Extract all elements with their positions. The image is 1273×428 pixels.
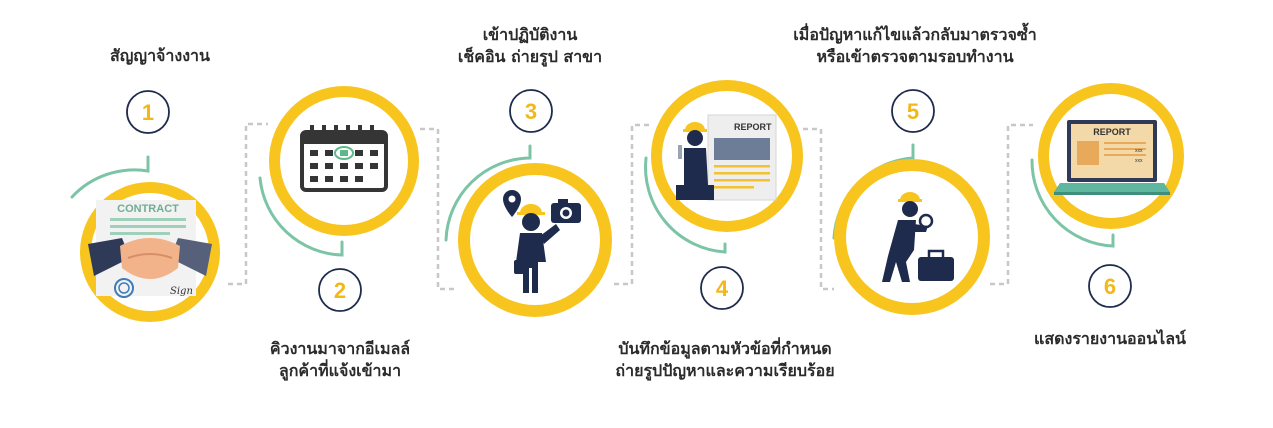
worker-camera-location-icon xyxy=(503,190,581,293)
step-6-caption-line-1: แสดงรายงานออนไลน์ xyxy=(1034,329,1186,348)
worker-report-icon: REPORT xyxy=(676,114,777,201)
step-2-caption-line-2: ลูกค้าที่แจ้งเข้ามา xyxy=(278,361,402,380)
laptop-report-icon: REPORT xxx xxx xyxy=(1054,120,1170,195)
badge-number-6: 6 xyxy=(1104,274,1116,299)
report-label-step-6: REPORT xyxy=(1093,127,1131,137)
arc-step-2 xyxy=(258,176,344,257)
contract-label: CONTRACT xyxy=(117,203,179,215)
badge-number-5: 5 xyxy=(907,99,919,124)
step-1-caption: สัญญาจ้างงาน xyxy=(60,45,260,67)
badge-number-3: 3 xyxy=(525,99,537,124)
arc-step-1 xyxy=(70,155,150,199)
step-3-caption: เข้าปฏิบัติงาน เช็คอิน ถ่ายรูป สาขา xyxy=(420,24,640,68)
badge-number-1: 1 xyxy=(142,100,154,125)
badge-step-6: 6 xyxy=(1088,264,1132,308)
connector-3-4 xyxy=(614,123,652,286)
step-4-caption: บันทึกข้อมูลตามหัวข้อที่กำหนด ถ่ายรูปปัญ… xyxy=(585,338,865,382)
step-badges: 1 2 3 4 5 6 xyxy=(126,89,1132,312)
step-3-caption-line-1: เข้าปฏิบัติงาน xyxy=(482,25,578,44)
connector-2-3 xyxy=(420,127,458,291)
connector-4-5 xyxy=(803,127,834,291)
badge-step-1: 1 xyxy=(126,90,170,134)
badge-number-4: 4 xyxy=(716,276,729,301)
step-4-caption-line-2: ถ่ายรูปปัญหาและความเรียบร้อย xyxy=(615,361,835,380)
badge-step-2: 2 xyxy=(318,268,362,312)
step-2-caption-line-1: คิวงานมาจากอีเมลล์ xyxy=(269,339,411,358)
sign-label: Sign xyxy=(170,286,193,297)
badge-step-5: 5 xyxy=(891,89,935,133)
calendar-icon xyxy=(300,125,388,192)
circle-step-2 xyxy=(269,86,419,236)
step-2-caption: คิวงานมาจากอีเมลล์ ลูกค้าที่แจ้งเข้ามา xyxy=(220,338,460,382)
arc-step-4 xyxy=(644,156,727,254)
xxx-label-2: xxx xyxy=(1135,158,1143,164)
arc-step-3 xyxy=(444,144,532,242)
badge-step-3: 3 xyxy=(509,89,553,133)
report-label-step-4: REPORT xyxy=(734,122,772,132)
step-5-caption: เมื่อปัญหาแก้ไขแล้วกลับมาตรวจซ้ำ หรือเข้… xyxy=(760,24,1070,68)
connector-1-2 xyxy=(228,122,268,286)
xxx-label-1: xxx xyxy=(1135,148,1143,154)
arc-step-6 xyxy=(1030,158,1115,248)
badge-number-2: 2 xyxy=(334,278,346,303)
connectors xyxy=(228,122,1033,291)
step-4-caption-line-1: บันทึกข้อมูลตามหัวข้อที่กำหนด xyxy=(618,339,832,358)
step-5-caption-line-2: หรือเข้าตรวจตามรอบทำงาน xyxy=(816,47,1014,66)
contract-handshake-icon: CONTRACT Sign xyxy=(88,200,212,298)
badge-step-4: 4 xyxy=(700,266,744,310)
worker-inspect-icon xyxy=(882,192,954,282)
connector-5-6 xyxy=(990,123,1033,286)
accent-arcs xyxy=(70,143,1115,257)
step-5-caption-line-1: เมื่อปัญหาแก้ไขแล้วกลับมาตรวจซ้ำ xyxy=(793,25,1037,44)
step-3-caption-line-2: เช็คอิน ถ่ายรูป สาขา xyxy=(457,47,603,66)
step-6-caption: แสดงรายงานออนไลน์ xyxy=(1005,328,1215,350)
step-1-caption-line-1: สัญญาจ้างงาน xyxy=(110,46,210,65)
